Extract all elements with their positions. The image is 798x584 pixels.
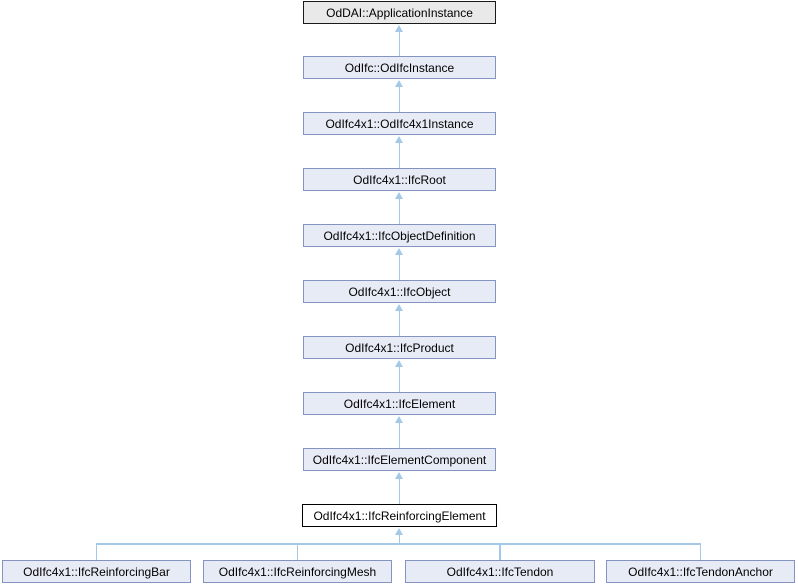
class-node-odifc4x1-odifc4x1instance[interactable]: OdIfc4x1::OdIfc4x1Instance — [303, 112, 496, 135]
edge-arrowhead-icon — [395, 136, 403, 143]
inheritance-edge-line — [398, 423, 401, 448]
class-node-odifc4x1-ifcelement[interactable]: OdIfc4x1::IfcElement — [303, 392, 496, 415]
edge-arrowhead-icon — [395, 528, 403, 535]
edge-bus-line — [95, 543, 702, 545]
class-node-odifc4x1-ifctendon[interactable]: OdIfc4x1::IfcTendon — [405, 560, 595, 583]
edge-arrowhead-icon — [395, 25, 403, 32]
inheritance-edge-line — [398, 143, 401, 168]
edge-arrowhead-icon — [395, 360, 403, 367]
edge-arrowhead-icon — [395, 80, 403, 87]
class-node-odifc4x1-ifcobjectdefinition[interactable]: OdIfc4x1::IfcObjectDefinition — [303, 224, 496, 247]
class-node-odifc4x1-ifcreinforcingbar[interactable]: OdIfc4x1::IfcReinforcingBar — [2, 560, 191, 583]
edge-arrowhead-icon — [395, 304, 403, 311]
class-node-odifc4x1-ifcreinforcingmesh[interactable]: OdIfc4x1::IfcReinforcingMesh — [203, 560, 392, 583]
edge-arrowhead-icon — [395, 248, 403, 255]
edge-stub-line — [699, 543, 702, 560]
edge-arrowhead-icon — [395, 192, 403, 199]
class-node-odifc4x1-ifcproduct[interactable]: OdIfc4x1::IfcProduct — [303, 336, 496, 359]
edge-stub-line — [499, 543, 501, 560]
inheritance-edge-line — [398, 311, 401, 336]
inheritance-edge-line — [398, 87, 401, 112]
class-node-odifc4x1-ifcobject[interactable]: OdIfc4x1::IfcObject — [303, 280, 496, 303]
class-node-odifc4x1-ifcreinforcingelement: OdIfc4x1::IfcReinforcingElement — [302, 504, 497, 527]
edge-stub-line — [95, 543, 98, 560]
class-node-oddai-applicationinstance: OdDAI::ApplicationInstance — [303, 1, 496, 24]
edge-stub-line — [296, 543, 299, 560]
class-node-odifc4x1-ifcroot[interactable]: OdIfc4x1::IfcRoot — [303, 168, 496, 191]
class-node-odifc4x1-ifcelementcomponent[interactable]: OdIfc4x1::IfcElementComponent — [303, 448, 496, 471]
inheritance-edge-line — [398, 255, 401, 280]
inheritance-edge-line — [398, 535, 401, 545]
edge-arrowhead-icon — [395, 472, 403, 479]
class-node-odifc4x1-ifctendonanchor[interactable]: OdIfc4x1::IfcTendonAnchor — [606, 560, 795, 583]
inheritance-edge-line — [398, 367, 401, 392]
edge-arrowhead-icon — [395, 416, 403, 423]
inheritance-edge-line — [398, 32, 401, 56]
inheritance-edge-line — [398, 199, 401, 224]
class-node-odifc-odifcinstance[interactable]: OdIfc::OdIfcInstance — [303, 56, 496, 79]
inheritance-edge-line — [398, 479, 401, 504]
